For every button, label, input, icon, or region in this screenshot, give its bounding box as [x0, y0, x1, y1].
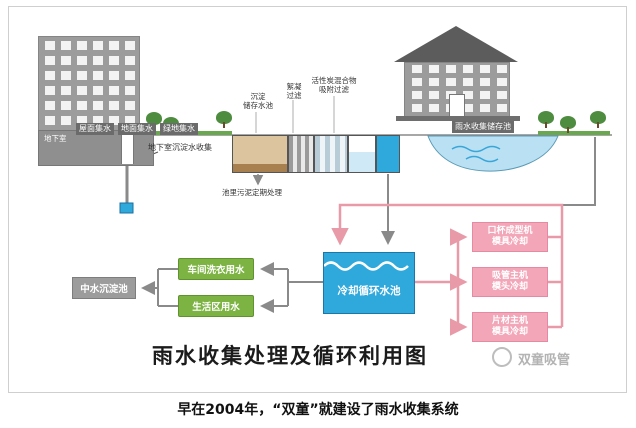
- pond-supply-pipe: [563, 137, 596, 206]
- flocculation-label: 絮凝 过滤: [286, 82, 302, 101]
- tree-icon: [538, 111, 554, 128]
- cooling-return-stubs: [548, 235, 562, 329]
- grass-strip: [538, 131, 610, 135]
- tree-icon: [560, 116, 576, 133]
- cooling-supply-pipe: [413, 237, 460, 327]
- sump-pump: [119, 202, 134, 214]
- shuangtong-logo-icon: [492, 347, 512, 367]
- apartment-building: [38, 36, 140, 132]
- sediment-tank-label: 沉淀 储存水池: [243, 92, 273, 111]
- house-door: [449, 94, 465, 118]
- pond-wave-icon: [451, 145, 501, 153]
- basement-block: [38, 130, 154, 166]
- straw-machine-box: 吸管主机 模头冷却: [472, 267, 548, 297]
- flocculation-filter-tank: [288, 135, 314, 173]
- rain-storage-badge: 雨水收集储存池: [452, 121, 514, 134]
- clear-water-tank: [348, 135, 376, 173]
- laundry-box: 车间洗衣用水: [178, 258, 254, 280]
- cooling-return-pipe: [331, 203, 564, 327]
- midwater-box: 中水沉淀池: [72, 277, 136, 299]
- carbon-filter-tank: [314, 135, 348, 173]
- living-box: 生活区用水: [178, 295, 254, 317]
- midwater-pipe: [157, 268, 178, 307]
- tank-label-leaders: [255, 96, 335, 133]
- house-base: [396, 116, 520, 121]
- carbon-filter-label: 活性炭混合物 吸附过滤: [311, 76, 357, 95]
- watermark-text: 双童吸管: [518, 353, 571, 368]
- cooling-pool-box: 冷却循环水池: [323, 252, 415, 314]
- green-collect-badge: 绿地集水: [160, 123, 198, 136]
- sludge-label: 池里污泥定期处理: [222, 188, 282, 197]
- storage-pond: [427, 135, 559, 172]
- pond-wave-icon: [465, 155, 499, 163]
- reuse-supply-pipe: [287, 269, 323, 306]
- roof-collect-badge: 屋面集水: [76, 123, 114, 136]
- house-roof: [394, 26, 518, 62]
- basement-pipe-channel: [121, 131, 134, 164]
- water-wave-icon: [324, 261, 409, 271]
- sheet-machine-box: 片材主机 模具冷却: [472, 312, 548, 342]
- basement-label: 地下室: [44, 134, 67, 143]
- cup-machine-box: 口杯成型机 模具冷却: [472, 222, 548, 252]
- cooling-pool-label: 冷却循环水池: [337, 285, 401, 297]
- basement-collect-label: 地下室沉淀水收集: [148, 143, 212, 152]
- caption-text: 早在2004年，“双童”就建设了雨水收集系统: [177, 402, 459, 418]
- tree-icon: [590, 111, 606, 128]
- diagram-frame: [8, 6, 627, 393]
- sediment-tank: [232, 135, 288, 173]
- tree-icon: [216, 111, 232, 128]
- ground-collect-badge: 地面集水: [118, 123, 156, 136]
- treated-water-tank: [376, 135, 400, 173]
- diagram-title: 雨水收集处理及循环利用图: [152, 344, 428, 368]
